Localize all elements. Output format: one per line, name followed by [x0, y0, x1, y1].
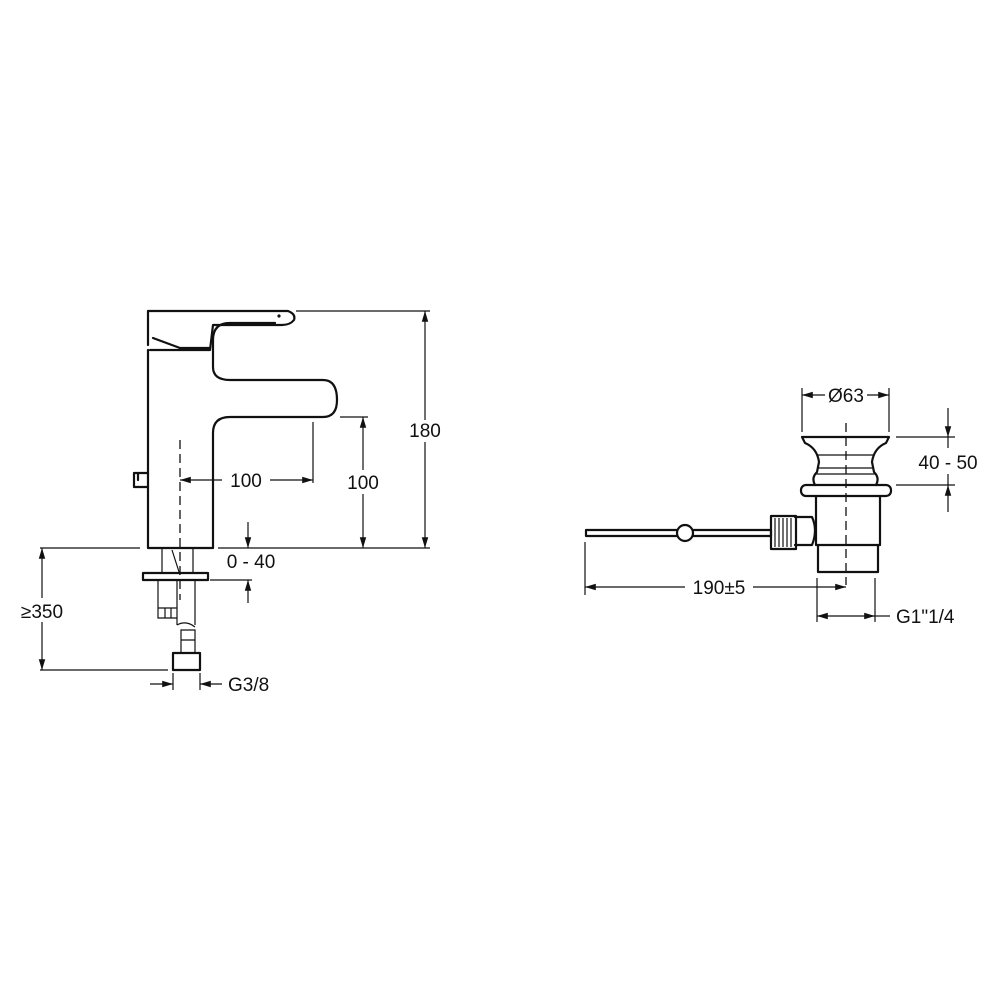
waste-drawing [584, 423, 893, 585]
dim-thread: G1"1/4 [896, 607, 955, 628]
dim-total-height: 180 [409, 421, 441, 442]
faucet-dimensions: 180 100 100 0 - 40 ≥350 G3/8 [21, 310, 441, 696]
hose-connector [180, 629, 196, 654]
dim-connection: G3/8 [228, 675, 269, 696]
knurl-lines [774, 518, 792, 547]
mounting-studs [161, 548, 194, 576]
side-boss [793, 515, 817, 547]
waste-dimensions: Ø63 40 - 50 190±5 G1"1/4 [584, 386, 978, 628]
fixing-plate [141, 571, 210, 582]
dim-flange-diameter: Ø63 [828, 386, 864, 407]
rod-ball-joint [675, 523, 695, 543]
dim-hose-length: ≥350 [21, 602, 63, 623]
faucet-drawing [132, 309, 339, 672]
supply-fittings [157, 580, 196, 628]
waste-flange [800, 435, 891, 487]
dim-spout-reach: 100 [230, 471, 262, 492]
hose-nut [171, 651, 202, 672]
faucet-body [146, 321, 339, 550]
dim-height-range: 40 - 50 [918, 453, 977, 474]
waste-body [814, 494, 882, 574]
handle-pivot [277, 314, 281, 318]
pop-up-knob [132, 471, 150, 489]
dim-rod-length: 190±5 [693, 578, 746, 599]
faucet-handle [146, 309, 296, 352]
dim-deck-thickness: 0 - 40 [227, 552, 276, 573]
dim-spout-height: 100 [347, 473, 379, 494]
